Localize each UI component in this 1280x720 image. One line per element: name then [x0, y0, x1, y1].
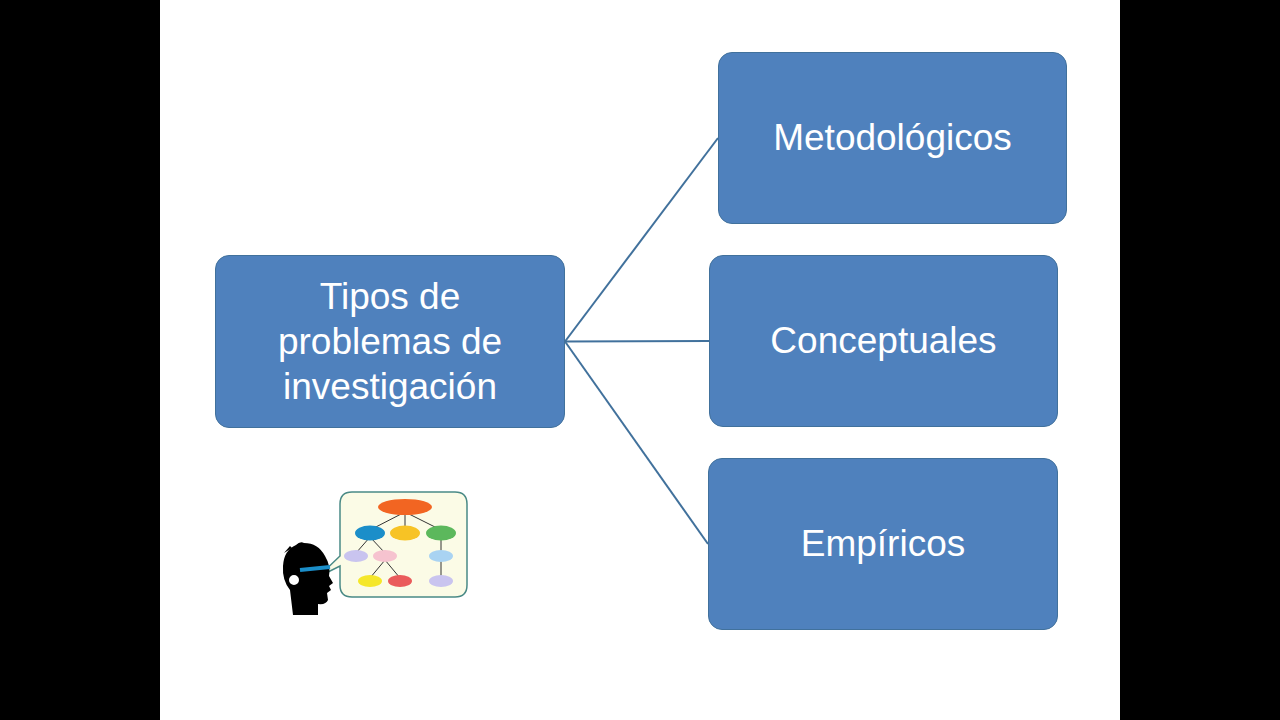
org-chart-lines	[356, 512, 441, 578]
ear	[288, 574, 300, 586]
speech-bubble	[318, 492, 467, 597]
category-box: Conceptuales	[709, 255, 1058, 427]
slide-area	[160, 0, 1120, 720]
thinking-person-illustration	[283, 492, 467, 615]
root-topic-box: Tipos de problemas de investigación	[215, 255, 565, 428]
org-chart-nodes	[344, 499, 456, 587]
connector-line	[565, 340, 709, 343]
head-silhouette	[283, 542, 333, 615]
category-box: Empíricos	[708, 458, 1058, 630]
category-box: Metodológicos	[718, 52, 1067, 224]
box-label: Tipos de problemas de investigación	[234, 274, 546, 409]
glasses	[300, 567, 330, 570]
box-label: Empíricos	[801, 521, 965, 566]
box-content: Empíricos	[801, 521, 965, 566]
box-label: Conceptuales	[770, 318, 996, 363]
box-content: Tipos de problemas de investigación	[234, 274, 546, 409]
box-label: Metodológicos	[773, 115, 1012, 160]
connector-line	[565, 138, 718, 342]
box-content: Conceptuales	[770, 318, 996, 363]
hair-tuft	[284, 546, 292, 553]
connector-line	[565, 342, 708, 545]
box-content: Metodológicos	[773, 115, 1012, 160]
